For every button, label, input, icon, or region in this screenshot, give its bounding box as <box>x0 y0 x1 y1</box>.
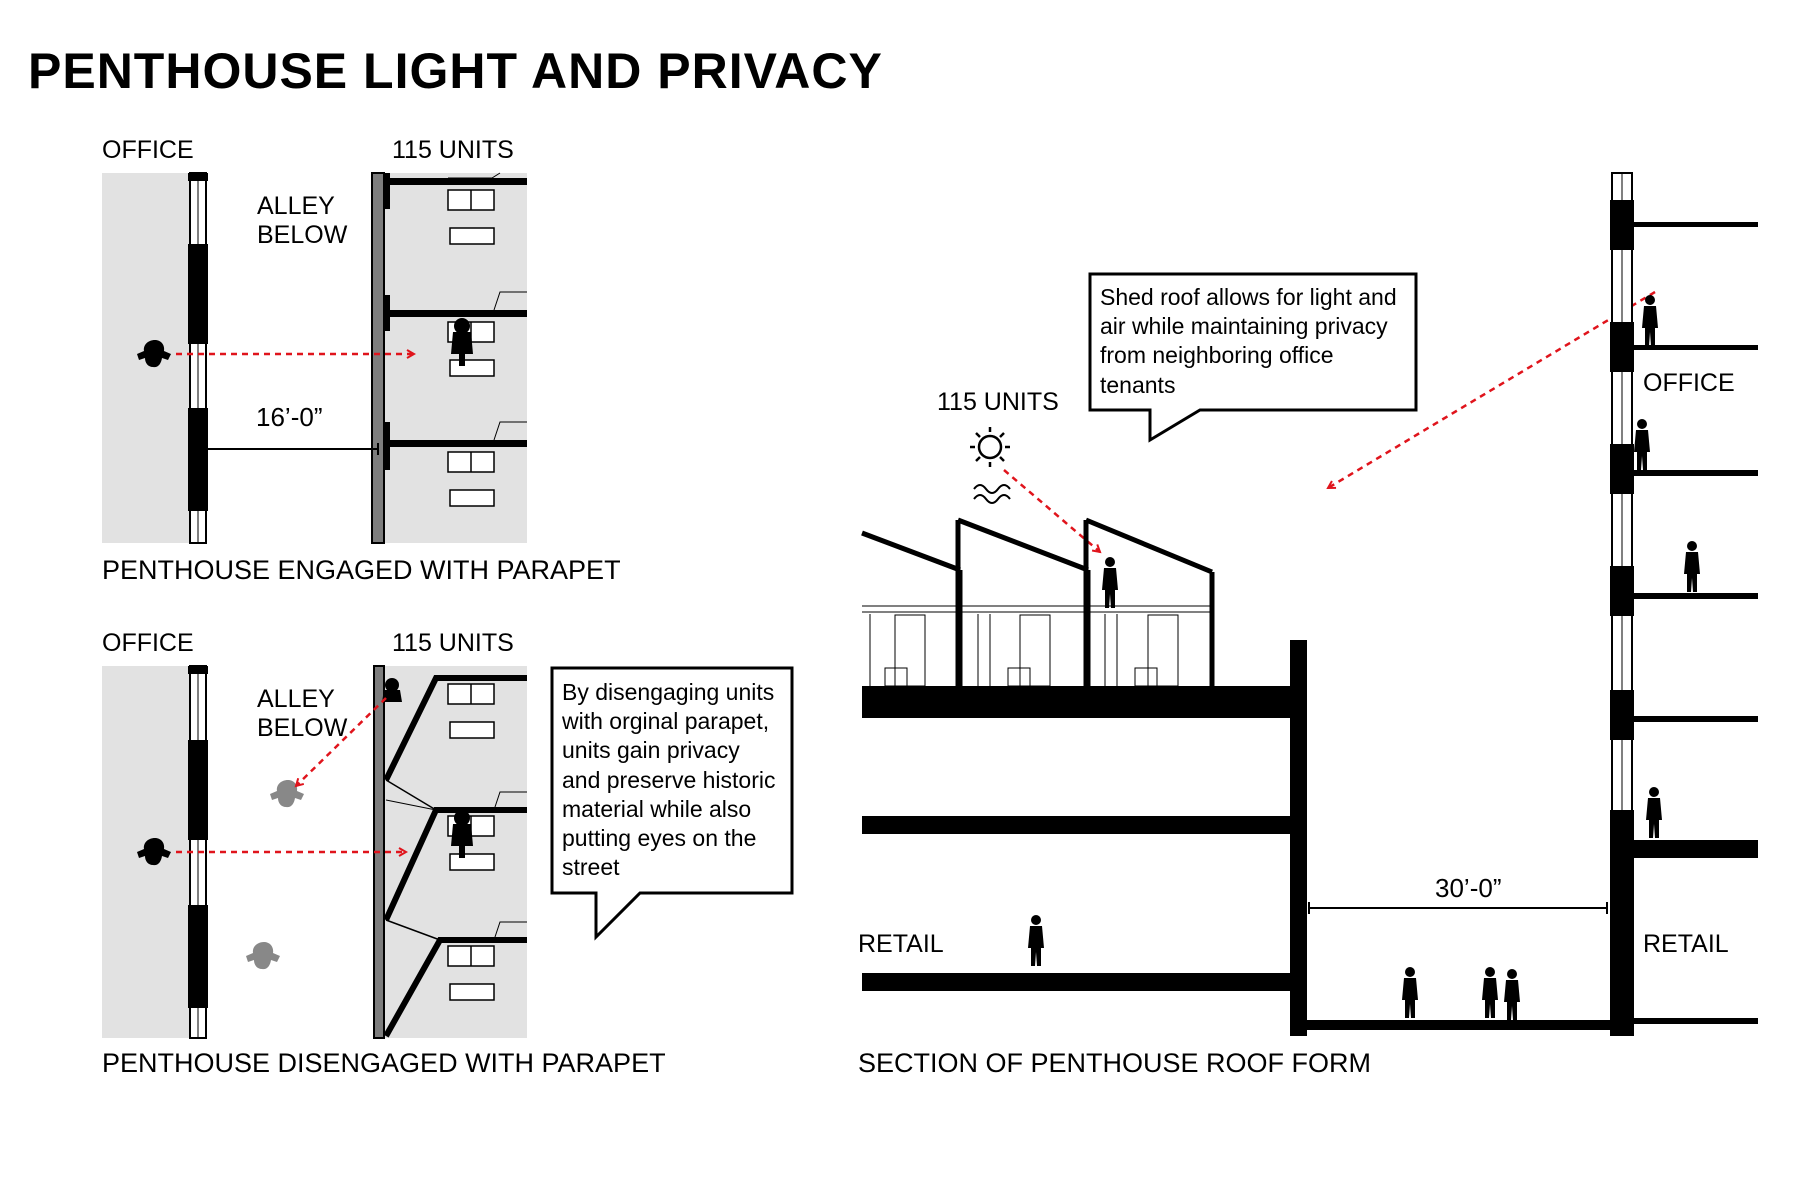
note-line: air while maintaining privacy <box>1100 313 1388 339</box>
section-penthouse-roof: Shed roof allows for light and air while… <box>858 172 1758 1078</box>
person-silhouette <box>1102 557 1118 608</box>
wind-icon <box>973 484 1011 504</box>
note-line: with orginal parapet, <box>561 708 769 734</box>
person-icon <box>451 810 473 858</box>
note-callout <box>1088 272 1418 443</box>
note-line: from neighboring office <box>1100 342 1334 368</box>
units-label: 115 UNITS <box>392 629 514 657</box>
note-line: putting eyes on the <box>562 825 756 851</box>
dimension-label: 16’-0” <box>256 402 322 432</box>
person-icon <box>382 678 402 702</box>
note-line: material while also <box>562 796 751 822</box>
office-label: OFFICE <box>102 136 194 164</box>
person-silhouette <box>1482 967 1498 1018</box>
floor-slab <box>862 973 1290 991</box>
note-callout <box>550 666 794 941</box>
office-label: OFFICE <box>102 629 194 657</box>
person-silhouette <box>1634 419 1650 470</box>
person-silhouette <box>1402 967 1418 1018</box>
retail-label-right: RETAIL <box>1643 930 1729 958</box>
sight-line-arrow <box>296 697 387 786</box>
person-icon <box>451 318 473 366</box>
person-silhouette <box>1646 787 1662 838</box>
caption-section: SECTION OF PENTHOUSE ROOF FORM <box>858 1048 1371 1078</box>
page-title: PENTHOUSE LIGHT AND PRIVACY <box>28 43 883 99</box>
office-label: OFFICE <box>1643 369 1735 397</box>
alley-label-line1: ALLEY <box>257 192 335 220</box>
units-label: 115 UNITS <box>392 136 514 164</box>
note-line: street <box>562 854 620 880</box>
person-silhouette <box>1642 295 1658 346</box>
note-line: By disengaging units <box>562 679 774 705</box>
note-line: units gain privacy <box>562 737 740 763</box>
alley-label-line1: ALLEY <box>257 685 335 713</box>
alley-ground <box>1307 1020 1612 1030</box>
person-icon <box>246 942 280 970</box>
sun-icon <box>970 427 1010 467</box>
note-line: and preserve historic <box>562 767 776 793</box>
roof-slab <box>862 686 1300 718</box>
shed-roof <box>861 517 1215 686</box>
sight-line-arrow <box>1328 290 1656 490</box>
caption-engaged: PENTHOUSE ENGAGED WITH PARAPET <box>102 555 621 585</box>
panel-engaged: OFFICE 115 UNITS ALLEY BELOW <box>102 136 621 585</box>
dimension-label: 30’-0” <box>1435 873 1501 903</box>
parapet-wall <box>1290 640 1307 1036</box>
caption-disengaged: PENTHOUSE DISENGAGED WITH PARAPET <box>102 1048 666 1078</box>
note-line: tenants <box>1100 372 1175 398</box>
note-line: Shed roof allows for light and <box>1100 284 1397 310</box>
floor-slab <box>862 816 1290 834</box>
panel-disengaged: OFFICE 115 UNITS ALLEY BELOW <box>102 629 794 1078</box>
retail-label-left: RETAIL <box>858 930 944 958</box>
person-silhouette <box>1684 541 1700 592</box>
alley-label-line2: BELOW <box>257 714 348 742</box>
person-silhouette <box>1504 969 1520 1020</box>
units-label: 115 UNITS <box>937 388 1059 416</box>
person-silhouette <box>1028 915 1044 966</box>
parapet <box>371 172 385 544</box>
alley-label-line2: BELOW <box>257 221 348 249</box>
